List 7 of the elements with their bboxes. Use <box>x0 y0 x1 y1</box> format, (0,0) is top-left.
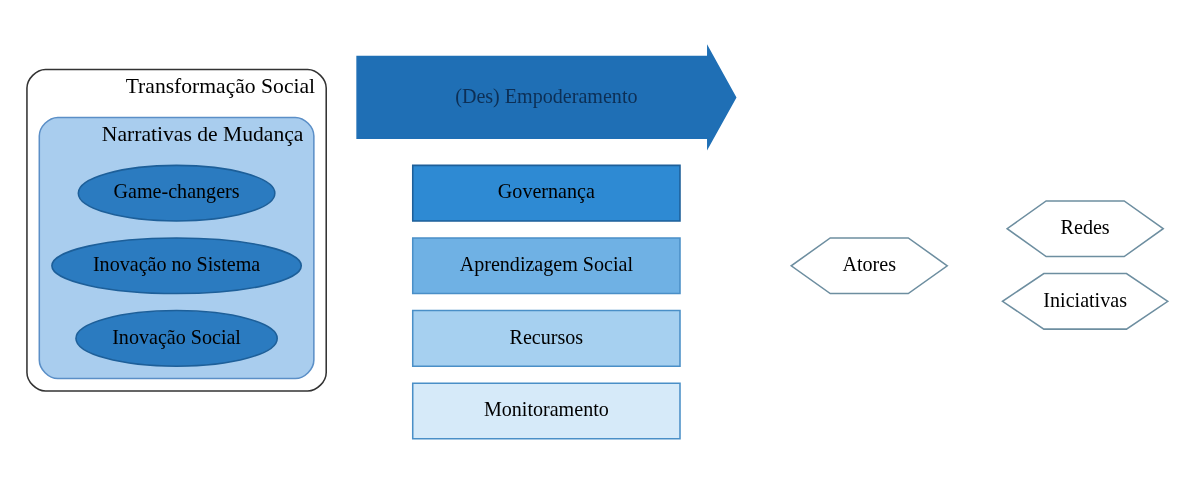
node-ellipse: Game-changers <box>77 164 276 222</box>
node-ellipse: Inovação no Sistema <box>51 237 303 295</box>
node-box: Aprendizagem Social <box>411 237 681 295</box>
node-box: Monitoramento <box>411 382 681 440</box>
node-ellipse: Inovação Social <box>75 309 278 367</box>
node-box: Recursos <box>411 309 681 367</box>
node-box: Governança <box>411 164 681 222</box>
